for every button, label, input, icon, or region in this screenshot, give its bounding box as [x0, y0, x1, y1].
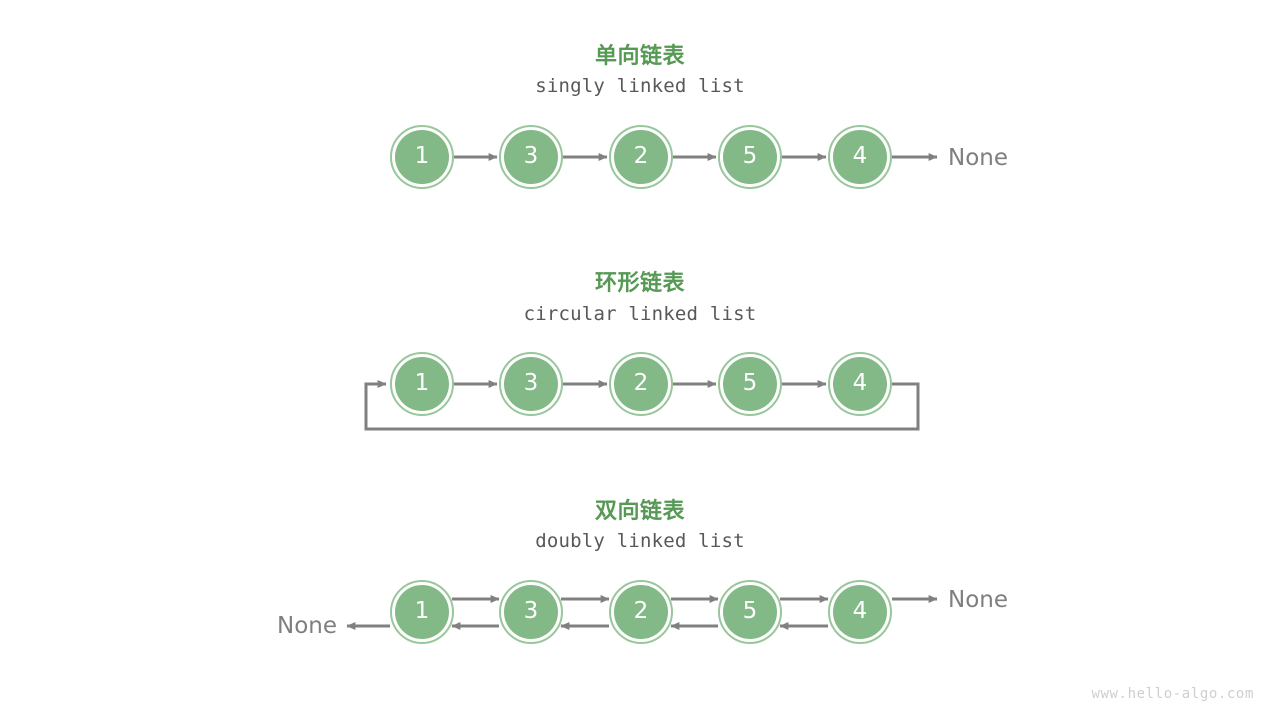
list-node: 5 [718, 352, 782, 416]
singly-tail-none-label: None [948, 145, 1009, 171]
node-value: 4 [833, 585, 887, 639]
list-node: 1 [390, 125, 454, 189]
site-watermark: www.hello-algo.com [1091, 686, 1254, 702]
node-value: 3 [504, 357, 558, 411]
node-value: 1 [395, 130, 449, 184]
list-node: 1 [390, 352, 454, 416]
list-node: 3 [499, 352, 563, 416]
node-value: 5 [723, 585, 777, 639]
doubly-head-none-label: None [277, 613, 338, 639]
list-node: 2 [609, 125, 673, 189]
node-value: 4 [833, 130, 887, 184]
node-value: 1 [395, 357, 449, 411]
node-value: 3 [504, 130, 558, 184]
list-node: 3 [499, 125, 563, 189]
node-value: 3 [504, 585, 558, 639]
node-value: 5 [723, 130, 777, 184]
node-value: 4 [833, 357, 887, 411]
list-node: 2 [609, 352, 673, 416]
list-node: 4 [828, 125, 892, 189]
list-node: 5 [718, 125, 782, 189]
circular-list-subtitle: circular linked list [523, 303, 757, 325]
singly-list-title: 单向链表 [594, 44, 685, 69]
node-value: 5 [723, 357, 777, 411]
list-node: 4 [828, 580, 892, 644]
doubly-list-subtitle: doubly linked list [535, 530, 745, 552]
node-value: 2 [614, 357, 668, 411]
doubly-list-title: 双向链表 [594, 499, 685, 524]
circular-list-title: 环形链表 [594, 271, 685, 296]
node-value: 2 [614, 130, 668, 184]
singly-list-subtitle: singly linked list [535, 75, 745, 97]
list-node: 5 [718, 580, 782, 644]
list-node: 4 [828, 352, 892, 416]
doubly-tail-none-label: None [948, 587, 1009, 613]
list-node: 3 [499, 580, 563, 644]
node-value: 1 [395, 585, 449, 639]
list-node: 2 [609, 580, 673, 644]
list-node: 1 [390, 580, 454, 644]
node-value: 2 [614, 585, 668, 639]
